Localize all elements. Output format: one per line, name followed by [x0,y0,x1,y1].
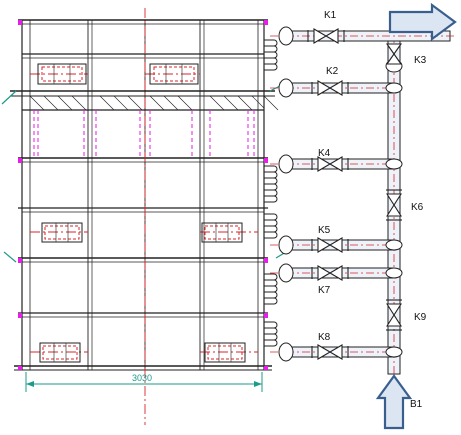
arrow-right-icon [388,2,457,42]
equipment-box-1 [37,63,87,85]
vertical-valves [385,43,403,331]
truss-band [29,95,279,111]
accent-ticks [1,85,287,263]
equipment-box-5 [39,342,81,363]
coil-stack-3 [264,213,278,239]
coil-stacks [264,39,278,347]
valve-k3[interactable] [385,43,403,65]
equipment-box-4 [201,222,243,243]
coil-stack-1 [264,39,278,71]
frame-structure [10,19,275,371]
coil-stack-4 [264,273,278,305]
coil-stack-5 [264,321,278,347]
label-k9: K9 [414,312,427,323]
equipment-box-6 [204,342,246,363]
dimension-line [25,372,263,392]
label-k2: K2 [326,66,339,77]
magenta-service-lines [33,110,255,158]
valve-k8[interactable] [311,344,349,360]
coil-stack-2 [264,165,278,203]
branch-pipes [279,30,451,358]
label-k1: K1 [324,10,337,21]
equipment-units [37,63,246,363]
label-k3: K3 [414,55,427,66]
valve-k2[interactable] [311,80,349,96]
valve-k1[interactable] [307,28,345,44]
arrow-up-icon [375,374,413,430]
pipe-fittings [278,26,403,362]
valve-labels: K1 K2 K3 K4 K5 K6 K7 K8 K9 [318,10,427,343]
horizontal-valves [307,28,349,360]
valve-k9[interactable] [385,299,403,331]
label-k5: K5 [318,225,331,236]
inlet-label: B1 [410,399,423,410]
valve-k4[interactable] [311,156,349,172]
label-k7: K7 [318,285,331,296]
equipment-box-2 [149,63,199,85]
magenta-markers [18,20,268,370]
label-k4: K4 [318,148,331,159]
label-k8: K8 [318,332,331,343]
dimension-label: 3030 [132,373,152,383]
valve-k5[interactable] [311,237,349,253]
label-k6: K6 [411,202,424,213]
valve-k7[interactable] [311,265,349,281]
equipment-box-3 [41,222,83,243]
valve-k6[interactable] [385,189,403,221]
